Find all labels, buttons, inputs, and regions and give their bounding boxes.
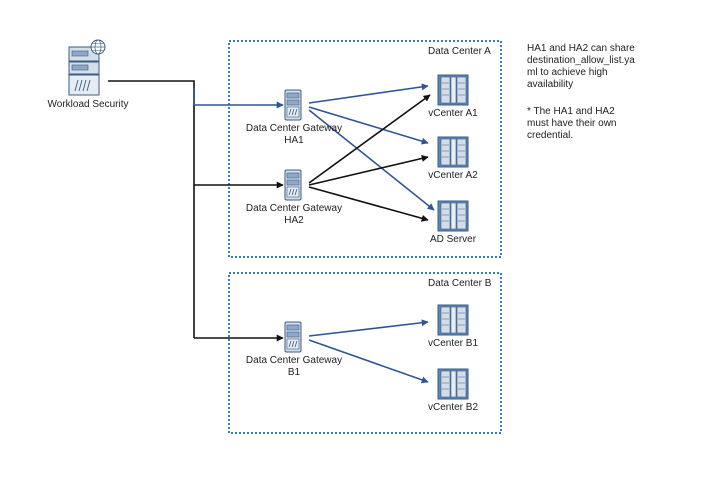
vcenter-a1-label: vCenter A1 <box>428 108 478 119</box>
gateway-ha1-label: Data Center Gateway HA1 <box>234 123 354 147</box>
vcenter-a1-cabinet-icon <box>437 74 469 106</box>
gateway-b1-label-line2: B1 <box>287 367 301 378</box>
link-b1-to-vcenter-b1 <box>308 319 429 337</box>
note-line: * The HA1 and HA2 <box>527 106 615 117</box>
gateway-ha2-label-line2: HA2 <box>284 215 304 226</box>
data-center-b-boundary <box>228 272 502 434</box>
vcenter-a2-cabinet-icon <box>437 136 469 168</box>
link-ha2-to-vcenter-a2 <box>308 155 429 186</box>
vcenter-b2-label: vCenter B2 <box>427 402 479 413</box>
vcenter-b2-cabinet-icon <box>437 368 469 400</box>
workload-security-label: Workload Security <box>47 99 129 110</box>
gateway-ha2-server-icon <box>284 169 302 201</box>
gateway-b1-server-icon <box>284 321 302 353</box>
link-ws-trunk <box>108 80 195 338</box>
note-line: HA1 and HA2 can share <box>527 43 635 54</box>
gateway-b1-label-line1: Data Center Gateway <box>245 355 343 366</box>
link-b1-to-vcenter-b2 <box>308 339 429 384</box>
vcenter-a2-label: vCenter A2 <box>428 170 478 181</box>
link-ws-to-ha1 <box>193 88 284 109</box>
ad-server-label: AD Server <box>429 234 477 245</box>
gateway-ha2-label-line1: Data Center Gateway <box>245 203 343 214</box>
link-ha1-to-vcenter-a2 <box>308 106 429 145</box>
gateway-ha2-label: Data Center Gateway HA2 <box>234 203 354 227</box>
note-line: destination_allow_list.ya <box>527 55 635 66</box>
gateway-b1-label: Data Center Gateway B1 <box>234 355 354 379</box>
vcenter-b1-label: vCenter B1 <box>427 338 479 349</box>
note-line: credential. <box>527 130 574 141</box>
data-center-b-title: Data Center B <box>428 278 492 289</box>
note-line: availability <box>527 79 574 90</box>
data-center-a-title: Data Center A <box>428 46 491 57</box>
gateway-ha1-label-line2: HA1 <box>284 135 304 146</box>
server-with-globe-icon <box>68 39 106 96</box>
gateway-ha1-server-icon <box>284 89 302 121</box>
vcenter-b1-cabinet-icon <box>437 304 469 336</box>
link-ha1-to-vcenter-a1 <box>308 83 429 104</box>
credential-note: * The HA1 and HA2 must have their own cr… <box>527 106 677 142</box>
data-center-a-boundary <box>228 40 502 258</box>
note-line: ml to achieve high <box>527 67 608 78</box>
link-ha2-to-vcenter-a1 <box>308 94 431 184</box>
ad-server-cabinet-icon <box>437 200 469 232</box>
ha-share-note: HA1 and HA2 can share destination_allow_… <box>527 43 677 91</box>
link-ha1-to-ad-server <box>308 109 435 211</box>
note-line: must have their own <box>527 118 617 129</box>
gateway-ha1-label-line1: Data Center Gateway <box>245 123 343 134</box>
link-ha2-to-ad-server <box>308 186 429 222</box>
